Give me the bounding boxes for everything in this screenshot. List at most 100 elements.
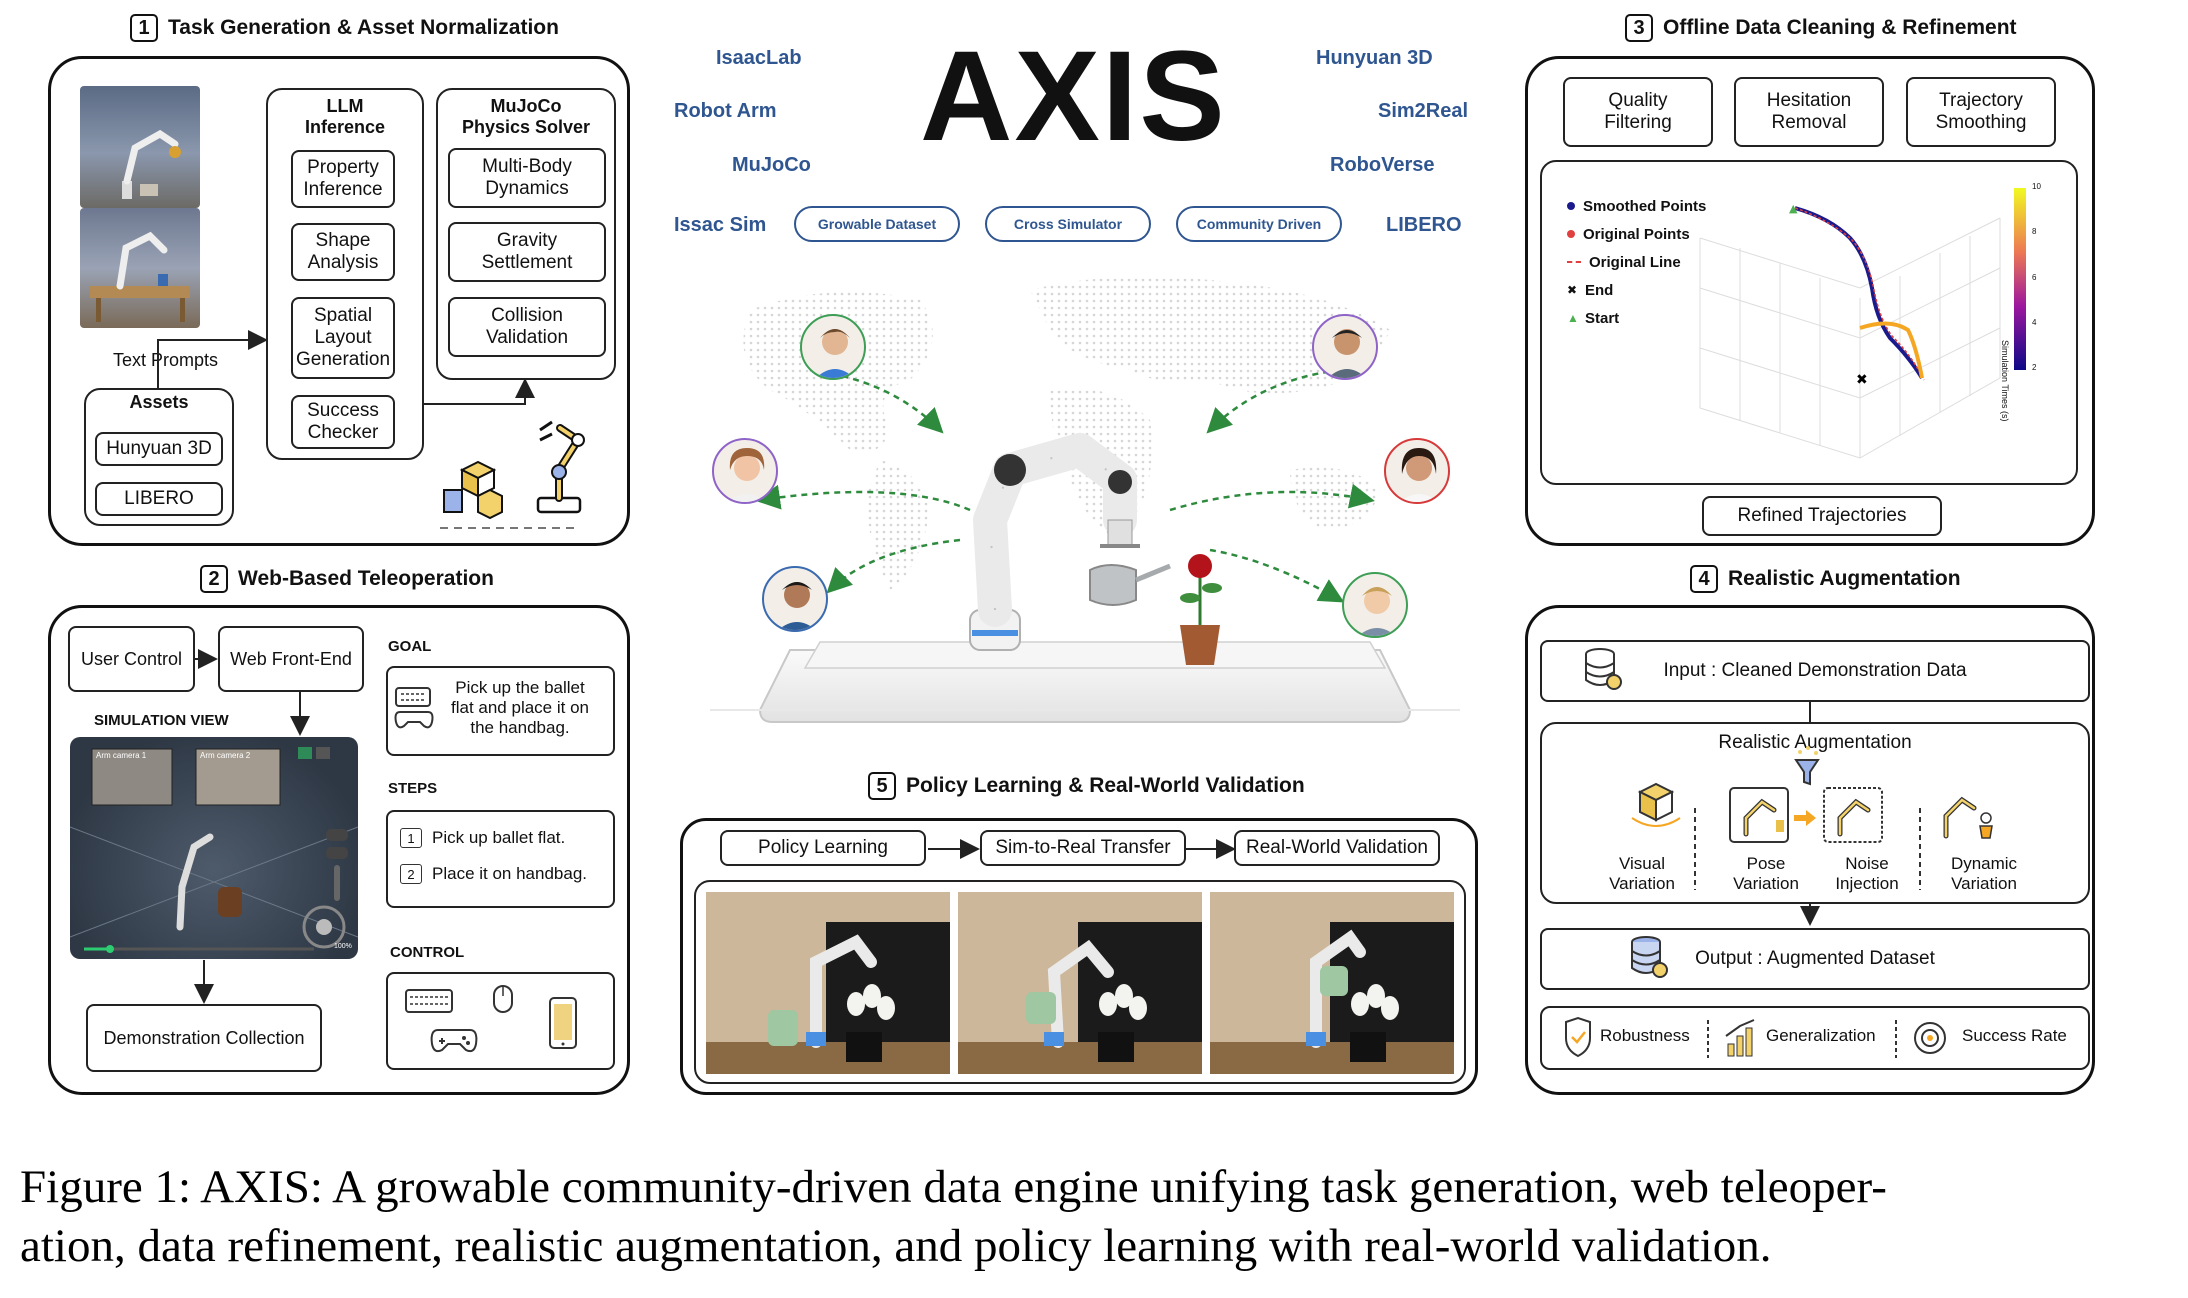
real-world-photo-2 [958, 892, 1202, 1074]
legend-label: Smoothed Points [1583, 197, 1707, 215]
noise-injection-label: Noise Injection [1835, 854, 1899, 893]
metric-success-rate: Success Rate [1962, 1026, 2067, 1045]
pill-cross-simulator: Cross Simulator [985, 206, 1151, 242]
section-5-title: 5 Policy Learning & Real-World Validatio… [868, 772, 1305, 800]
smoothed-marker-icon [1567, 202, 1575, 210]
keyboard-gamepad-icon [394, 687, 434, 729]
real-world-photo-3 [1210, 892, 1454, 1074]
spatial-layout-box: Spatial Layout Generation [291, 297, 395, 379]
start-marker-icon: ▲ [1567, 311, 1579, 325]
funnel-icon [1794, 746, 1820, 786]
section-number: 5 [868, 772, 896, 800]
phone-icon [549, 997, 577, 1049]
goal-label: GOAL [388, 638, 432, 655]
keyword-robot-arm: Robot Arm [674, 100, 777, 122]
step-number: 1 [400, 828, 422, 848]
noise-injection-icon [1823, 787, 1883, 843]
visual-variation-label: Visual Variation [1609, 854, 1675, 893]
community-arrows [755, 368, 1375, 603]
step-number: 2 [400, 864, 422, 884]
section-title-text: Web-Based Teleoperation [238, 567, 494, 590]
output-label: Output : Augmented Dataset [1695, 948, 1935, 969]
pose-variation-label: Pose Variation [1733, 854, 1799, 893]
avatar [1312, 314, 1378, 380]
colorbar-label: Simulation Times (s) [2000, 340, 2010, 422]
axis-title: AXIS [920, 25, 1227, 168]
camera-1-label: Arm camera 1 [96, 751, 147, 760]
figure-caption-line-1: Figure 1: AXIS: A growable community-dri… [20, 1161, 1887, 1213]
database-icon [1585, 648, 1622, 690]
steps-label: STEPS [388, 780, 438, 797]
avatar [800, 314, 866, 380]
input-data-box: Input : Cleaned Demonstration Data [1540, 640, 2090, 702]
zoom-label: 100% [334, 943, 352, 950]
input-label: Input : Cleaned Demonstration Data [1663, 660, 1967, 681]
legend-smoothed: Smoothed Points [1567, 192, 1706, 220]
legend-label: Original Points [1583, 225, 1690, 243]
end-marker-icon: ✖ [1567, 283, 1578, 297]
avatar [762, 566, 828, 632]
step-text: Place it on handbag. [432, 864, 588, 883]
llm-title: LLM Inference [304, 96, 386, 137]
control-label: CONTROL [390, 944, 465, 961]
step-text: Pick up ballet flat. [432, 828, 566, 847]
plot-grid [1699, 217, 2001, 459]
step-item-1: 1 Pick up ballet flat. [400, 828, 565, 848]
pill-growable-dataset: Growable Dataset [794, 206, 960, 242]
step-item-2: 2 Place it on handbag. [400, 864, 587, 884]
metric-robustness: Robustness [1600, 1026, 1690, 1045]
trajectory-end-segment [1859, 321, 1924, 379]
gravity-settlement-box: Gravity Settlement [448, 222, 606, 282]
multibody-dynamics-box: Multi-Body Dynamics [448, 148, 606, 208]
sim-scene-image-2 [80, 208, 200, 328]
property-inference-box: Property Inference [291, 150, 395, 208]
panel5-flow-arrows [928, 839, 1236, 859]
dynamic-variation-icon [1943, 796, 1993, 839]
keyword-issac-sim: Issac Sim [674, 214, 767, 236]
quality-filtering-box: Quality Filtering [1563, 77, 1713, 147]
section-title-text: Realistic Augmentation [1728, 567, 1961, 590]
simulation-view-label: SIMULATION VIEW [94, 712, 229, 729]
colorbar-tick: 2 [2032, 363, 2037, 372]
keyword-libero: LIBERO [1386, 214, 1462, 236]
avatar [1342, 572, 1408, 638]
section-title-text: Task Generation & Asset Normalization [168, 16, 559, 39]
goal-text: Pick up the ballet flat and place it on … [451, 678, 589, 737]
legend-original: Original Points [1567, 220, 1706, 248]
camera-2-label: Arm camera 2 [200, 751, 251, 760]
keyword-mujoco: MuJoCo [732, 154, 811, 176]
metrics-box [1540, 1006, 2090, 1070]
section-number: 4 [1690, 565, 1718, 593]
bar-chart-icon [1725, 1019, 1755, 1057]
assets-title: Assets [129, 392, 189, 412]
original-trajectory [1794, 207, 1925, 381]
augmentation-icons [1631, 746, 1993, 890]
colorbar-tick: 8 [2032, 227, 2037, 237]
legend-end: ✖ End [1567, 276, 1706, 304]
legend-label: Start [1585, 309, 1620, 327]
keyword-roboverse: RoboVerse [1330, 154, 1435, 176]
arrow-right-icon [1794, 810, 1816, 826]
success-checker-box: Success Checker [291, 395, 395, 449]
shape-analysis-box: Shape Analysis [291, 223, 395, 281]
keyword-hunyuan: Hunyuan 3D [1316, 47, 1433, 69]
robot-arm-icon [122, 129, 181, 199]
legend-start: ▲ Start [1567, 304, 1706, 332]
real-world-validation-box: Real-World Validation [1234, 830, 1440, 866]
refined-trajectories-box: Refined Trajectories [1702, 496, 1942, 536]
collision-validation-box: Collision Validation [448, 297, 606, 357]
robot-arm-icon [536, 420, 585, 514]
end-marker: ✖ [1856, 372, 1868, 388]
keyboard-icon [405, 989, 453, 1013]
trajectory-smoothing-box: Trajectory Smoothing [1906, 77, 2056, 147]
legend-original-line: Original Line [1567, 248, 1706, 276]
colorbar-tick: 6 [2032, 272, 2037, 282]
colorbar-ticks: 10 8 6 4 2 [2032, 182, 2046, 372]
metrics-icons [1565, 1016, 1946, 1058]
cubes-icon [443, 460, 503, 520]
panel4-connectors [1800, 702, 1820, 926]
policy-learning-box: Policy Learning [720, 830, 926, 866]
simulation-view-screen[interactable]: Arm camera 1 Arm camera 2 100% [70, 737, 358, 959]
mujoco-title: MuJoCo Physics Solver [461, 96, 591, 137]
section-3-title: 3 Offline Data Cleaning & Refinement [1625, 14, 2017, 42]
